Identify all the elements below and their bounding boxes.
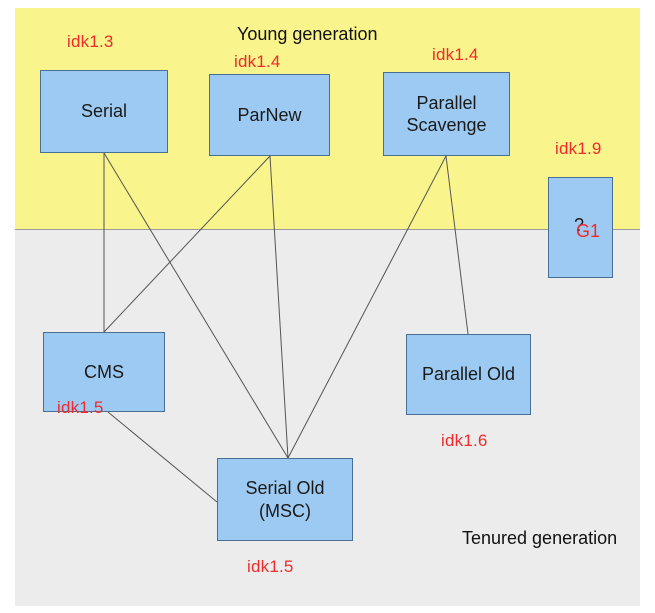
cms-collector-label: CMS [84,361,124,382]
parnew-version-label: idk1.4 [234,52,281,71]
g1-placeholder-mark: ? [574,215,585,235]
g1-collector-label: G1 [576,221,601,241]
connector-parallel-scavenge-to-serial-old [287,155,447,459]
serial-old-collector-box: Serial Old (MSC) [217,458,353,541]
tenured-generation-region [15,229,640,606]
parallel-old-version-label: idk1.6 [441,431,488,450]
gc-diagram [15,8,640,606]
tenured-generation-label: Tenured generation [462,528,618,548]
parnew-collector-box: ParNew [209,74,330,156]
connector-cms-to-serial-old [107,411,218,503]
connector-parnew-to-cms [103,155,271,333]
connector-serial-to-serial-old [103,152,289,459]
parallel-scavenge-collector-box: Parallel Scavenge [383,72,510,156]
serial-version-label: idk1.3 [67,32,114,51]
cms-collector-box: CMS [43,332,165,412]
g1-version-label: idk1.9 [555,139,602,158]
serial-old-version-label: idk1.5 [247,557,294,576]
cms-version-label: idk1.5 [57,398,104,417]
parallel-scavenge-version-label: idk1.4 [432,45,479,64]
parallel-old-collector-box: Parallel Old [406,334,531,415]
parallel-scavenge-collector-label: Parallel Scavenge [406,92,487,136]
parallel-old-collector-label: Parallel Old [421,364,516,385]
g1-collector-box [548,177,613,278]
serial-collector-box: Serial [40,70,168,153]
connector-parallel-scavenge-to-parallel-old [445,155,469,335]
connector-parnew-to-serial-old [269,155,289,459]
parnew-collector-label: ParNew [237,104,302,125]
serial-collector-label: Serial [80,101,128,122]
young-generation-label: Young generation [237,24,378,44]
serial-old-collector-label: Serial Old (MSC) [245,478,325,521]
